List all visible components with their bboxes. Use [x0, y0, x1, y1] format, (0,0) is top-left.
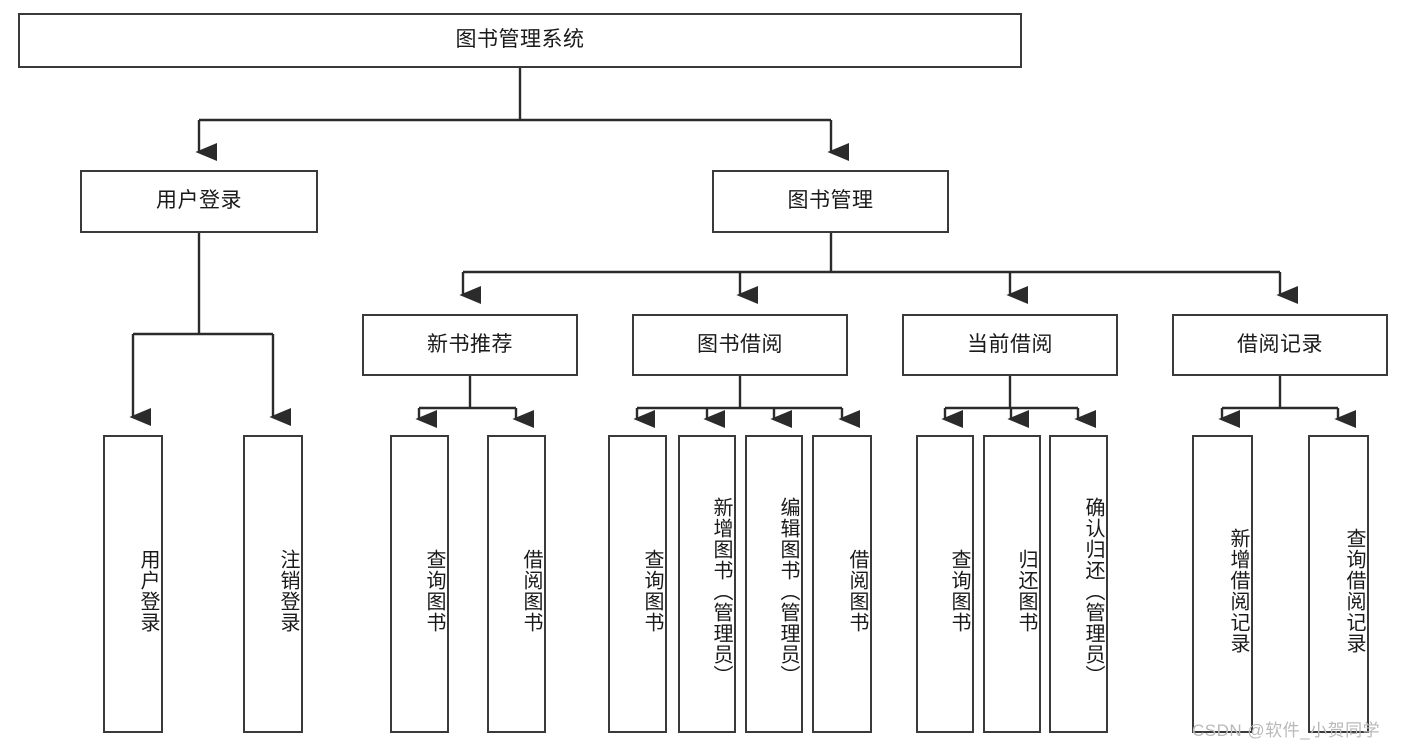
node-leaf-add-book-admin[interactable]: 新增图书（管理员）: [678, 435, 736, 733]
node-leaf-borrow-book-recommend[interactable]: 借阅图书: [487, 435, 546, 733]
node-label: 借阅图书: [520, 549, 542, 633]
node-leaf-query-borrow-record[interactable]: 查询借阅记录: [1308, 435, 1369, 733]
node-label: 当前借阅: [967, 332, 1053, 356]
node-label: 归还图书: [1015, 549, 1037, 633]
node-leaf-query-book-recommend[interactable]: 查询图书: [390, 435, 449, 733]
node-label: 查询图书: [948, 549, 970, 633]
node-leaf-edit-book-admin[interactable]: 编辑图书（管理员）: [745, 435, 803, 733]
node-leaf-return-book[interactable]: 归还图书: [983, 435, 1041, 733]
node-current-borrow[interactable]: 当前借阅: [902, 314, 1118, 376]
csdn-watermark: CSDN @软件_小贺同学: [1192, 721, 1381, 740]
node-label: 新增图书（管理员）: [710, 496, 732, 686]
node-label: 新书推荐: [427, 332, 513, 356]
node-leaf-borrow-book[interactable]: 借阅图书: [812, 435, 872, 733]
node-label: 查询图书: [641, 549, 663, 633]
node-label: 图书管理系统: [455, 28, 585, 52]
node-label: 图书管理: [787, 189, 874, 213]
node-label: 用户登录: [156, 189, 242, 213]
node-label: 图书借阅: [697, 332, 783, 356]
node-root-book-management-system[interactable]: 图书管理系统: [18, 13, 1022, 68]
node-label: 新增借阅记录: [1227, 528, 1249, 654]
node-label: 注销登录: [277, 549, 299, 633]
node-leaf-add-borrow-record[interactable]: 新增借阅记录: [1192, 435, 1253, 733]
node-user-login[interactable]: 用户登录: [80, 170, 318, 233]
node-label: 查询图书: [423, 549, 445, 633]
node-borrow-record[interactable]: 借阅记录: [1172, 314, 1388, 376]
node-label: 借阅记录: [1237, 332, 1323, 356]
node-leaf-query-book-current[interactable]: 查询图书: [916, 435, 974, 733]
node-label: 用户登录: [137, 549, 159, 633]
node-label: 编辑图书（管理员）: [777, 496, 799, 686]
node-book-borrow[interactable]: 图书借阅: [632, 314, 848, 376]
node-label: 借阅图书: [846, 549, 868, 633]
node-label: 查询借阅记录: [1343, 528, 1365, 654]
node-book-management[interactable]: 图书管理: [712, 170, 949, 233]
node-leaf-logout[interactable]: 注销登录: [243, 435, 303, 733]
node-leaf-user-login[interactable]: 用户登录: [103, 435, 163, 733]
node-label: 确认归还（管理员）: [1082, 496, 1104, 686]
node-leaf-query-book-borrow[interactable]: 查询图书: [608, 435, 667, 733]
node-leaf-confirm-return-admin[interactable]: 确认归还（管理员）: [1049, 435, 1108, 733]
node-new-book-recommend[interactable]: 新书推荐: [362, 314, 578, 376]
